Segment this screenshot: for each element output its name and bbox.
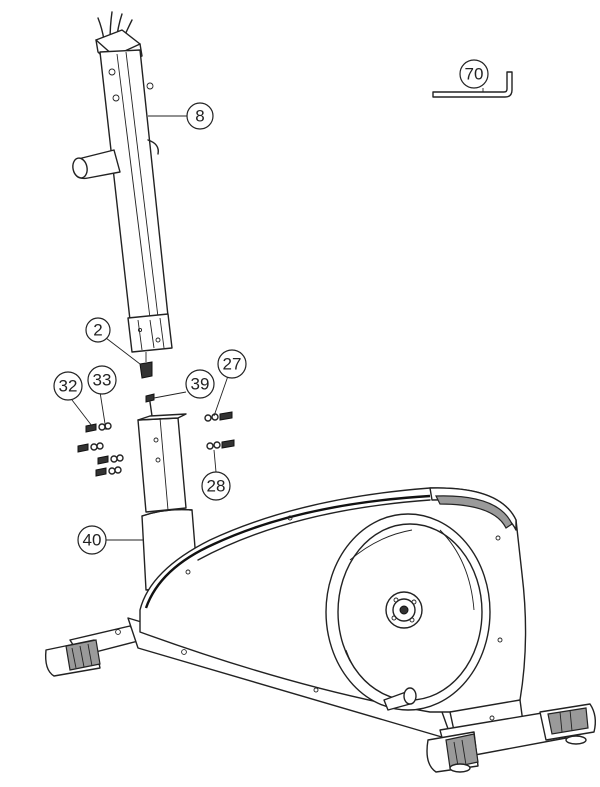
handle-post: [72, 11, 173, 353]
callout-label-40: 40: [83, 531, 102, 550]
callout-33: 33: [87, 365, 117, 395]
callout-32: 32: [53, 371, 83, 401]
callout-8: 8: [186, 102, 214, 130]
callout-label-70: 70: [465, 65, 484, 84]
main-frame: [44, 487, 527, 741]
cable-connector: [139, 352, 153, 379]
leader-lines: [71, 88, 484, 541]
callout-27: 27: [217, 349, 247, 379]
callout-70: 70: [459, 59, 489, 89]
callout-2: 2: [85, 317, 111, 343]
callout-label-32: 32: [59, 377, 78, 396]
front-stabilizer: [426, 703, 597, 773]
callout-40: 40: [77, 525, 107, 555]
fasteners-left: [77, 422, 124, 477]
callout-28: 28: [201, 471, 231, 501]
callout-39: 39: [185, 369, 215, 399]
callout-label-27: 27: [223, 355, 242, 374]
callout-label-39: 39: [191, 375, 210, 394]
callout-label-33: 33: [93, 371, 112, 390]
fasteners-right: [204, 411, 235, 450]
callout-label-8: 8: [195, 107, 204, 126]
screw: [145, 393, 155, 417]
callout-label-2: 2: [93, 321, 102, 340]
allen-key: [432, 71, 513, 98]
callout-label-28: 28: [207, 477, 226, 496]
